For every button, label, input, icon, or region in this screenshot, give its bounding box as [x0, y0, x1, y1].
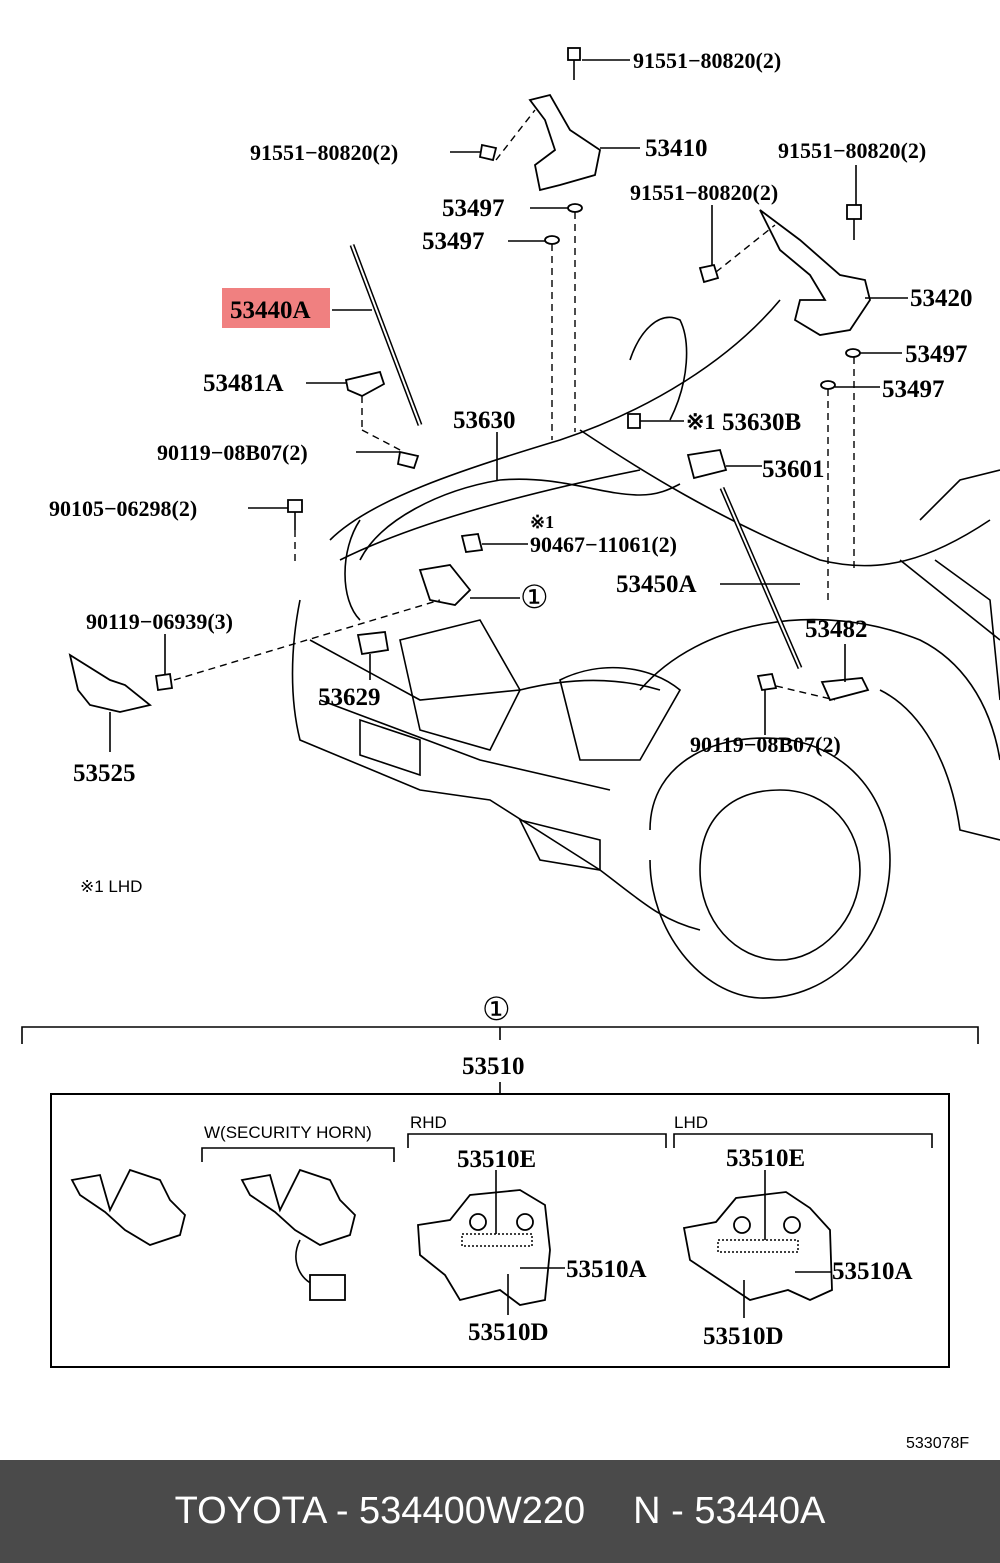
note-lhd: ※1 LHD: [80, 877, 142, 896]
rhd-spring: [461, 1233, 533, 1247]
assembly-lines: [173, 109, 855, 701]
label-53629: 53629: [318, 684, 381, 711]
detail-lhd-a: 53510A: [832, 1258, 913, 1285]
label-53601: 53601: [762, 456, 825, 483]
detail-rhd-e: 53510E: [457, 1146, 536, 1173]
detail-lhd-e: 53510E: [726, 1145, 805, 1172]
label-53482: 53482: [805, 616, 868, 643]
label-91551-left: 91551−80820(2): [250, 140, 398, 165]
label-90467-mark: ※1: [530, 512, 554, 532]
footer-bar: TOYOTA - 534400W220 N - 53440A: [0, 1460, 1000, 1563]
label-91551-right-top: 91551−80820(2): [778, 138, 926, 163]
detail-assembly-label: 53510: [462, 1053, 525, 1080]
label-90119-08B07-right: 90119−08B07(2): [690, 732, 841, 757]
label-53497-c: 53497: [905, 341, 968, 368]
label-53630B: 53630B: [722, 409, 801, 436]
detail-rhd: RHD: [410, 1113, 447, 1132]
parts-diagram: 91551−80820(2) 91551−80820(2) 53410 9155…: [21, 47, 1000, 1452]
footer-ref: N - 53440A: [633, 1490, 826, 1532]
parts-illustration: [68, 47, 871, 713]
label-90119-06939: 90119−06939(3): [86, 609, 233, 634]
diagram-code: 533078F: [906, 1435, 969, 1452]
label-53440A: 53440A: [230, 297, 311, 324]
label-90105-06298: 90105−06298(2): [49, 496, 197, 521]
part-labels: 91551−80820(2) 91551−80820(2) 53410 9155…: [49, 48, 973, 896]
label-90467-11061: 90467−11061(2): [530, 532, 677, 557]
detail-circle-ref: ①: [482, 991, 511, 1027]
vehicle-outline: [291, 299, 1000, 999]
detail-security-horn: W(SECURITY HORN): [204, 1123, 372, 1142]
footer-part-number: TOYOTA - 534400W220: [174, 1490, 586, 1532]
label-53497-b: 53497: [422, 228, 485, 255]
label-53630B-mark: ※1: [686, 409, 715, 434]
label-53630: 53630: [453, 407, 516, 434]
label-91551-right-mid: 91551−80820(2): [630, 180, 778, 205]
detail-lhd-d: 53510D: [703, 1323, 784, 1350]
label-53497-a: 53497: [442, 195, 505, 222]
label-91551-top: 91551−80820(2): [633, 48, 781, 73]
label-53410: 53410: [645, 135, 708, 162]
detail-section: ① 53510 W(SECURITY HORN) RHD LHD 53510E …: [21, 991, 979, 1452]
leader-lines: [109, 59, 908, 752]
detail-rhd-a: 53510A: [566, 1256, 647, 1283]
detail-box: [50, 1093, 950, 1368]
highlight-53440A: [222, 288, 330, 328]
label-53450A: 53450A: [616, 571, 697, 598]
label-53481A: 53481A: [203, 370, 284, 397]
detail-rhd-d: 53510D: [468, 1319, 549, 1346]
label-circle-ref: ①: [520, 579, 549, 615]
label-53525: 53525: [73, 760, 136, 787]
lhd-spring: [717, 1239, 799, 1253]
label-90119-08B07-left: 90119−08B07(2): [157, 440, 308, 465]
detail-lhd: LHD: [674, 1113, 708, 1132]
label-53497-d: 53497: [882, 376, 945, 403]
label-53420: 53420: [910, 285, 973, 312]
